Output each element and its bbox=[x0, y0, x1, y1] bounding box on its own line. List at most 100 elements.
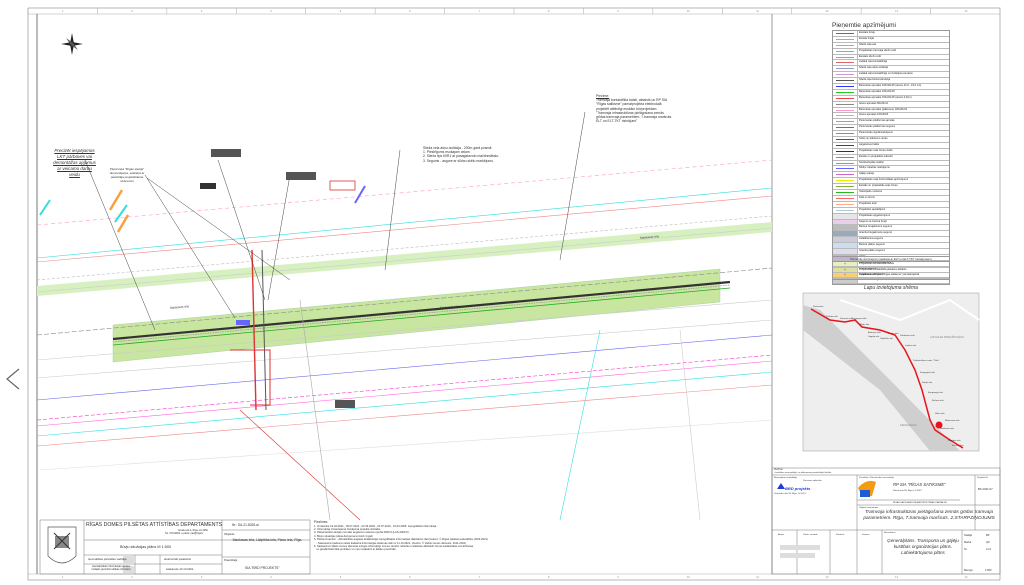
legend-item: Betona plātņu segums bbox=[833, 243, 949, 249]
object-title: Tramvaja infrastruktūras pielāgošana zem… bbox=[863, 510, 995, 521]
map-label: Lubānas iela bbox=[948, 440, 961, 442]
ruler-column-label: 8 bbox=[548, 576, 550, 579]
legend-label: Pieturvietas platformas segums bbox=[859, 125, 896, 129]
legend-secondary-table: Pieņemtie apzīmējumi (saskaņā ar ELT un … bbox=[832, 256, 950, 280]
legend-label: Ēnotās līnijas bbox=[859, 36, 875, 40]
legend-swatch bbox=[833, 160, 858, 166]
legend-swatch bbox=[833, 248, 858, 254]
ruler-column-label: 12 bbox=[825, 10, 829, 13]
map-district-label: ĶENGARAGS bbox=[900, 424, 917, 427]
legend-swatch bbox=[833, 184, 858, 190]
legend-label: Projektētais apgaismojums bbox=[859, 213, 890, 217]
note-line: 1. Izmantotie 19.04.2021., 06.07.2021., … bbox=[314, 524, 437, 528]
legend-swatch bbox=[833, 119, 858, 125]
legend-label: Soliņi un atkritumu urnas bbox=[859, 137, 888, 141]
legend-item: +Projektētais RP SIA "Rīgas satiksme" pa… bbox=[833, 273, 949, 279]
legend-swatch bbox=[833, 213, 858, 219]
legend-item: Pieturvietas platformas segums bbox=[833, 125, 949, 132]
ruler-column-label: 7 bbox=[478, 10, 480, 13]
legend-swatch bbox=[833, 48, 858, 54]
ruler-column-label: 7 bbox=[478, 576, 480, 579]
note-track-isolation: Slieža ceļa ašņu-izolācija - 200m garā p… bbox=[423, 146, 500, 163]
legend-swatch bbox=[833, 107, 858, 113]
ruler-column-label: 11 bbox=[756, 576, 759, 579]
legend-item: Apgaismes balsts bbox=[833, 142, 949, 149]
map-label: Pieturvieta bbox=[813, 306, 824, 308]
legend-label: Projektētais kontakttīkla balsts bbox=[859, 262, 894, 265]
legend-swatch bbox=[833, 254, 858, 260]
legend-item: Projektētais ceļa zīmes stabs bbox=[833, 148, 949, 155]
map-label: Krasta iela bbox=[888, 333, 899, 335]
site-plan bbox=[36, 111, 773, 521]
permit-number: Nr.: DA-21-8028-ai bbox=[232, 523, 259, 527]
legend-item: Betonētas apmales 100x30x15 (ietves 12,0… bbox=[833, 84, 949, 90]
ruler-column-label: 1 bbox=[62, 576, 64, 579]
legend-item: Slīdņu robežas marķējums bbox=[833, 166, 949, 173]
map-label: Lāčplēša iela bbox=[880, 338, 893, 340]
project-number: BS 2021/17 bbox=[978, 487, 993, 491]
ruler-column-label: 6 bbox=[409, 576, 411, 579]
legend-item: +Projektētais kontakttīkla balsts bbox=[833, 262, 949, 268]
legend-swatch bbox=[833, 148, 858, 154]
legend-swatch bbox=[833, 31, 858, 36]
legend-label: Esošās un projektētās ceļa zīmes bbox=[859, 184, 898, 188]
legend-item: Projektētais tramvaja sliežu ceļš bbox=[833, 48, 949, 55]
legend-label: Dekoratīvā šķembu segums bbox=[859, 260, 892, 264]
legend-item: +Projektētais kontakttīkla piekares atba… bbox=[833, 267, 949, 273]
note-line: 3. Plānā lietotā Latvijas normālo augstu… bbox=[314, 531, 410, 535]
legend-item: Lielākā ceļa kontaktlīnija bbox=[833, 60, 949, 67]
ruler-column-label: 4 bbox=[270, 10, 272, 13]
note-line: 5. Plānā izmantoti: - Aktualizētās augst… bbox=[314, 538, 488, 542]
legend-swatch bbox=[833, 42, 858, 48]
note-line: un ģeodēziskā tīkla punktiem un nav nosa… bbox=[314, 548, 397, 552]
map-label: Dzirnavu iela bbox=[840, 318, 853, 320]
traffic-light-symbols bbox=[200, 149, 356, 408]
plan-name: Būvju situācijas plāns M 1:500 bbox=[120, 545, 172, 549]
note-stop: Pieturvieta "Rīgas stacija" demontējama,… bbox=[109, 167, 145, 183]
ruler-column-label: 10 bbox=[686, 10, 690, 13]
ruler-column-label: 13 bbox=[895, 10, 898, 13]
legend-label: Pieturvietas platformas apmale bbox=[859, 119, 895, 123]
map-label: Rītausmas iela bbox=[945, 420, 960, 422]
legend-swatch bbox=[833, 101, 858, 107]
legend-label: Slīdņu robežas marķējums bbox=[859, 166, 890, 170]
previous-image-button[interactable] bbox=[5, 368, 23, 390]
legend-swatch bbox=[833, 195, 858, 201]
legend-label: Projektētais ceļa horizontālais apzīmēju… bbox=[859, 178, 909, 182]
legend-item: Projektētais apgaismojums bbox=[833, 213, 949, 220]
legend-item: Slieža ceļa ass bbox=[833, 42, 949, 49]
map-label: Turgeņeva iela bbox=[852, 318, 867, 320]
legend-swatch: + bbox=[833, 267, 858, 272]
legend-item: Velosipēdu novietne bbox=[833, 190, 949, 196]
legend-swatch bbox=[833, 219, 858, 225]
legend-item: Esošās un projektētās ceļa zīmes bbox=[833, 184, 949, 191]
legend-item: Esošais sliežu ceļš bbox=[833, 54, 949, 61]
legend-label: Betona bruģakmens segums bbox=[859, 225, 893, 229]
legend-swatch bbox=[833, 78, 858, 84]
note-line: 4. Būvju situācijas plāna derīguma termi… bbox=[314, 534, 374, 538]
ruler-column-label: 12 bbox=[825, 576, 829, 579]
legend-label: Asfaltbetona segums bbox=[859, 272, 884, 276]
legend-label: Granīta plātņu segums bbox=[859, 248, 886, 252]
map-title: Lapu izvietojuma shēma bbox=[864, 285, 918, 291]
legend-item: Betonētas apmales (plāksnes) 100x20x30 bbox=[833, 107, 949, 114]
legend-swatch bbox=[833, 178, 858, 184]
legend-label: Esošais būvju bbox=[859, 31, 876, 34]
legend-swatch bbox=[833, 84, 858, 89]
legend-item: Granīta bruģakmens segums bbox=[833, 231, 949, 238]
legend-label: Gājēju pāreja bbox=[859, 172, 875, 176]
legend-swatch bbox=[833, 225, 858, 231]
legend-label: Esošais sliežu ceļš bbox=[859, 54, 881, 58]
legend-item: Esošais būvju bbox=[833, 31, 949, 37]
legend-label: Projektētais tramvaja sliežu ceļš bbox=[859, 48, 896, 52]
legend-label: Betona plātņu segums bbox=[859, 243, 885, 247]
legend-label: Projektētais kontakttīkla piekares atbal… bbox=[859, 267, 907, 271]
note-line: 2. Informācija izmantojama risinājumā pr… bbox=[314, 527, 381, 531]
legend-label: Asfaltbetona segums bbox=[859, 237, 884, 241]
ruler-column-label: 4 bbox=[270, 576, 272, 579]
client-company: RP SIA "RĪGAS SATIKSME" bbox=[893, 482, 946, 487]
legend-label: Velosipēdu novietne bbox=[859, 190, 883, 194]
map-label: Daugavpils iela bbox=[920, 372, 935, 374]
legend-item: Ēnotās līnijas bbox=[833, 36, 949, 43]
